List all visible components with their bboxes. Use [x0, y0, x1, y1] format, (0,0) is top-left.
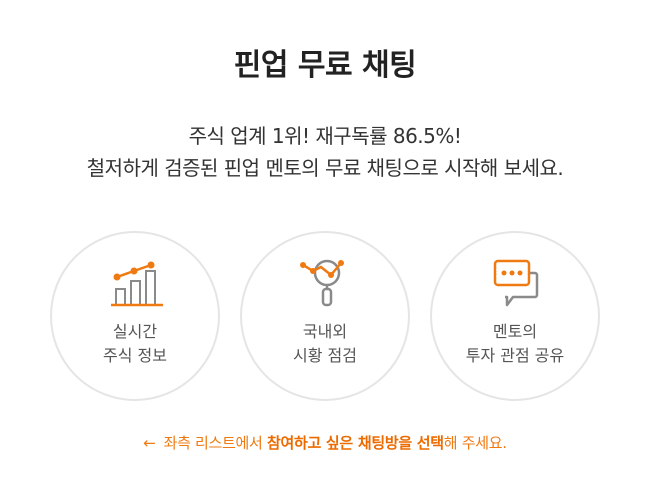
arrow-left-icon: ← — [143, 434, 156, 452]
feature-label-line1: 국내외 — [302, 322, 348, 341]
feature-label-line2: 시황 점검 — [293, 346, 357, 365]
subtitle-line-1: 주식 업계 1위! 재구독률 86.5%! — [188, 124, 462, 148]
select-chatroom-notice: ← 좌측 리스트에서 참여하고 싶은 채팅방을 선택해 주세요. — [0, 432, 650, 453]
magnifier-chart-icon — [300, 259, 344, 307]
feature-label-line1: 실시간 — [112, 322, 158, 341]
bar-chart-icon — [111, 261, 163, 307]
feature-market-check: 국내외 시황 점검 — [240, 231, 410, 401]
feature-label-line2: 투자 관점 공유 — [465, 346, 565, 365]
feature-label-line2: 주식 정보 — [103, 346, 167, 365]
notice-text-1: 좌측 리스트에서 — [163, 434, 267, 452]
notice-text-emphasis: 참여하고 싶은 채팅방을 선택 — [267, 434, 444, 452]
page-title: 핀업 무료 채팅 — [233, 48, 417, 83]
chat-bubble-icon — [493, 259, 539, 307]
subtitle-line-2: 철저하게 검증된 핀업 멘토의 무료 채팅으로 시작해 보세요. — [86, 156, 564, 180]
feature-mentor-perspective: 멘토의 투자 관점 공유 — [430, 231, 600, 401]
notice-text-2: 해 주세요. — [443, 434, 507, 452]
feature-label-line1: 멘토의 — [492, 322, 538, 341]
feature-realtime-stock-info: 실시간 주식 정보 — [50, 231, 220, 401]
feature-list: 실시간 주식 정보 국내외 시황 점검 — [0, 231, 650, 401]
